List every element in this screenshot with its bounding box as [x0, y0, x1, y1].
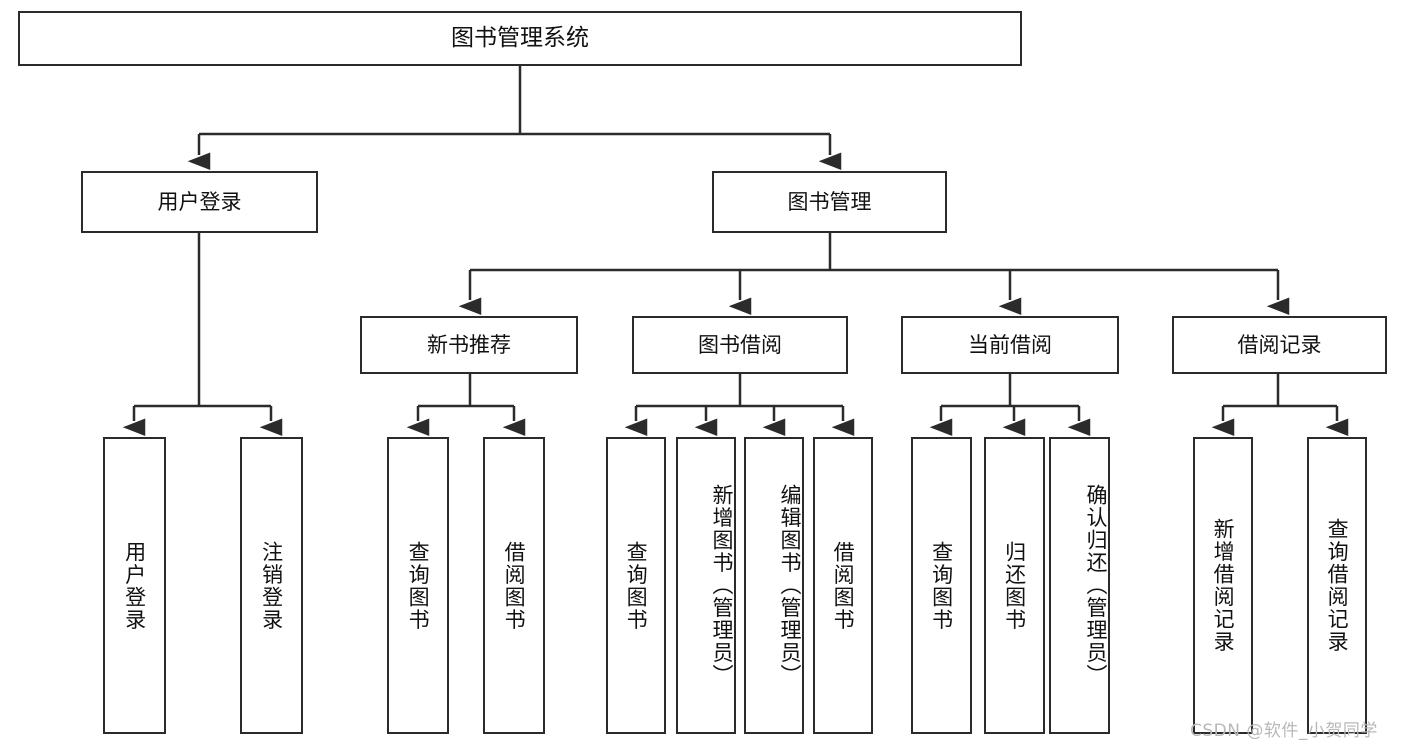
node-new-book-recommend-label: 新书推荐 [427, 332, 511, 357]
node-leaf-borrow-book-1[interactable]: 借阅图书 [483, 437, 545, 734]
node-user-login[interactable]: 用户登录 [81, 171, 318, 233]
node-leaf-confirm-return[interactable]: 确认归还（管理员） [1049, 437, 1110, 734]
node-leaf-query-book-2[interactable]: 查询图书 [606, 437, 666, 734]
node-book-borrow-label: 图书借阅 [698, 332, 782, 357]
node-root-label: 图书管理系统 [451, 25, 589, 52]
node-leaf-logout-label: 注销登录 [259, 540, 284, 631]
node-leaf-add-record[interactable]: 新增借阅记录 [1193, 437, 1253, 734]
node-leaf-query-record[interactable]: 查询借阅记录 [1307, 437, 1367, 734]
node-leaf-edit-book-label: 编辑图书（管理员） [778, 484, 802, 687]
node-leaf-confirm-return-label: 确认归还（管理员） [1084, 484, 1108, 687]
node-leaf-add-book-label: 新增图书（管理员） [710, 484, 734, 687]
node-leaf-borrow-book-2[interactable]: 借阅图书 [813, 437, 873, 734]
node-leaf-query-book-1[interactable]: 查询图书 [387, 437, 449, 734]
node-leaf-borrow-book-1-label: 借阅图书 [502, 540, 527, 631]
node-user-login-label: 用户登录 [157, 189, 242, 214]
node-root[interactable]: 图书管理系统 [18, 11, 1022, 66]
node-leaf-logout[interactable]: 注销登录 [240, 437, 303, 734]
node-current-borrow[interactable]: 当前借阅 [901, 316, 1119, 374]
node-book-borrow[interactable]: 图书借阅 [632, 316, 848, 374]
node-leaf-user-login-label: 用户登录 [122, 540, 147, 631]
node-leaf-add-record-label: 新增借阅记录 [1211, 518, 1236, 653]
node-new-book-recommend[interactable]: 新书推荐 [360, 316, 578, 374]
node-leaf-return-book[interactable]: 归还图书 [984, 437, 1045, 734]
node-borrow-record[interactable]: 借阅记录 [1172, 316, 1387, 374]
node-borrow-record-label: 借阅记录 [1237, 332, 1322, 357]
node-leaf-user-login[interactable]: 用户登录 [103, 437, 166, 734]
node-leaf-borrow-book-2-label: 借阅图书 [831, 540, 856, 631]
node-leaf-add-book[interactable]: 新增图书（管理员） [676, 437, 736, 734]
node-leaf-query-book-3[interactable]: 查询图书 [911, 437, 972, 734]
node-book-management[interactable]: 图书管理 [712, 171, 947, 233]
node-leaf-query-record-label: 查询借阅记录 [1325, 518, 1350, 653]
node-book-management-label: 图书管理 [787, 189, 872, 214]
node-current-borrow-label: 当前借阅 [968, 332, 1052, 357]
node-leaf-return-book-label: 归还图书 [1002, 540, 1027, 631]
node-leaf-query-book-3-label: 查询图书 [929, 540, 954, 631]
node-leaf-query-book-1-label: 查询图书 [406, 540, 431, 631]
node-leaf-query-book-2-label: 查询图书 [624, 540, 649, 631]
node-leaf-edit-book[interactable]: 编辑图书（管理员） [744, 437, 804, 734]
csdn-watermark: CSDN @软件_小贺同学 [1190, 721, 1378, 741]
